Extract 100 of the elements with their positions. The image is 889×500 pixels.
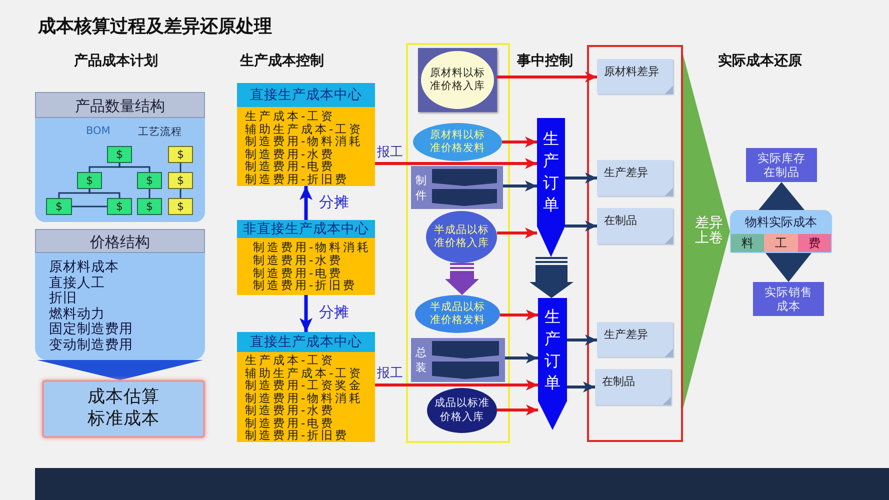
dollar-box: $ [168,198,193,215]
dollar-box: $ [168,172,193,189]
edge-label: 报工 [376,367,404,382]
wedge-arrow [37,360,203,380]
block-arrow [530,257,574,298]
connector-line [148,189,150,198]
cost-center-box [237,332,375,442]
column-label: BOM [86,125,110,137]
box-header: 非直接生产成本中心 [237,220,375,238]
process-ellipse: 半成品以标准价格入库 [426,211,497,263]
list-item: 制造费用-水费 [245,404,336,416]
panel [35,92,205,222]
connector-line [180,189,182,198]
arrow [497,404,538,416]
dollar-box: $ [137,198,162,215]
title: 成本核算过程及差异还原处理 [38,15,272,38]
column-heading: 生产成本控制 [240,52,324,70]
arrow [565,220,597,232]
note-box: 在制品 [595,369,671,405]
process-ellipse: 半成品以标准价格发料 [415,295,500,333]
panel [35,229,205,360]
group-frame [406,43,510,443]
list-item: 变动制造费用 [49,338,133,354]
list-item: 制造费用-电费 [245,416,336,429]
process-box [411,166,503,209]
arrow [497,228,537,238]
list-item: 制造费用-物料消耗 [245,135,364,148]
connector-line [180,163,182,172]
list-item: 辅助生产成本-工资 [245,366,364,379]
edge-label: 分摊 [318,304,350,320]
note-box: 生产差异 [597,160,673,196]
list-item: 燃料动力 [49,306,105,322]
arrow [497,72,597,82]
note-box: 生产差异 [597,322,673,357]
list-item: 制造费用-水费 [253,254,344,267]
list-item: 制造费用-折旧费 [245,173,350,186]
panel-header: 价格结构 [35,229,205,253]
process-ellipse: 成品以标准价格入库 [427,388,497,433]
vertical-label: 制件 [415,172,427,202]
cost-center-box [237,83,375,186]
color-cell: 料 [731,234,764,252]
note-box: 在制品 [597,208,673,244]
list-item: 直接人工 [49,276,105,291]
list-item: 制造费用-电费 [245,160,336,173]
dollar-box: $ [46,198,72,215]
arrow [375,158,537,169]
arrow [300,186,312,220]
group-frame [587,45,683,442]
arrow [500,310,538,320]
edge-label: 分摊 [318,194,350,210]
column-heading: 产品成本计划 [74,52,158,70]
result-box: 实际销售成本 [753,282,824,316]
list-item: 折旧 [49,291,77,307]
arrow [567,382,595,392]
arrow [375,380,538,390]
wedge-arrow [683,54,730,408]
column-heading: 事中控制 [517,52,573,70]
list-item: 制造费用-工资奖金 [245,379,364,392]
process-ellipse: 原材料以标准价格发料 [413,123,502,161]
arrow [503,180,537,192]
list-item: 制造费用-水费 [245,148,336,160]
list-item: 制造费用-折旧费 [245,429,350,442]
note-box: 原材料差异 [597,59,673,94]
column-heading: 实际成本还原 [718,52,802,70]
connector-line [118,163,150,172]
arrow [505,352,538,364]
triangle-arrow [758,182,804,210]
connector-line [88,189,120,198]
block-arrow [445,263,479,295]
dollar-box: $ [107,146,132,163]
connector-line [72,206,107,208]
triangle-arrow [766,253,812,282]
arrow [300,295,312,332]
cost-box [730,210,832,253]
cost-center-box [237,220,375,295]
list-item: 生产成本-工资 [245,354,336,366]
edge-label: 报工 [376,146,404,160]
list-item: 辅助生产成本-工资 [245,122,364,136]
dollar-box: $ [77,172,102,189]
color-cell: 工 [764,234,798,252]
arrow [565,172,597,184]
ellipse-label: 原材料以标准价格入库 [421,51,494,109]
box-header: 直接生产成本中心 [237,83,375,107]
vertical-label: 总装 [415,345,427,375]
list-item: 制造费用-折旧费 [253,279,358,292]
box-header: 直接生产成本中心 [237,332,375,352]
process-box [411,338,505,382]
box-title: 物料实际成本 [745,214,817,231]
panel-header: 产品数量结构 [35,92,205,118]
list-item: 制造费用-电费 [253,266,344,280]
list-item: 原材料成本 [49,260,119,276]
arrow [502,136,537,148]
result-box: 成本估算标准成本 [42,380,205,438]
vertical-label: 生产订单 [542,128,560,216]
result-box: 实际库存在制品 [746,148,817,182]
list-item: 制造费用-物料消耗 [245,392,364,404]
dollar-box: $ [137,172,162,189]
dollar-box: $ [168,146,193,163]
list-item: 固定制造费用 [49,322,133,338]
arrow [567,334,597,346]
